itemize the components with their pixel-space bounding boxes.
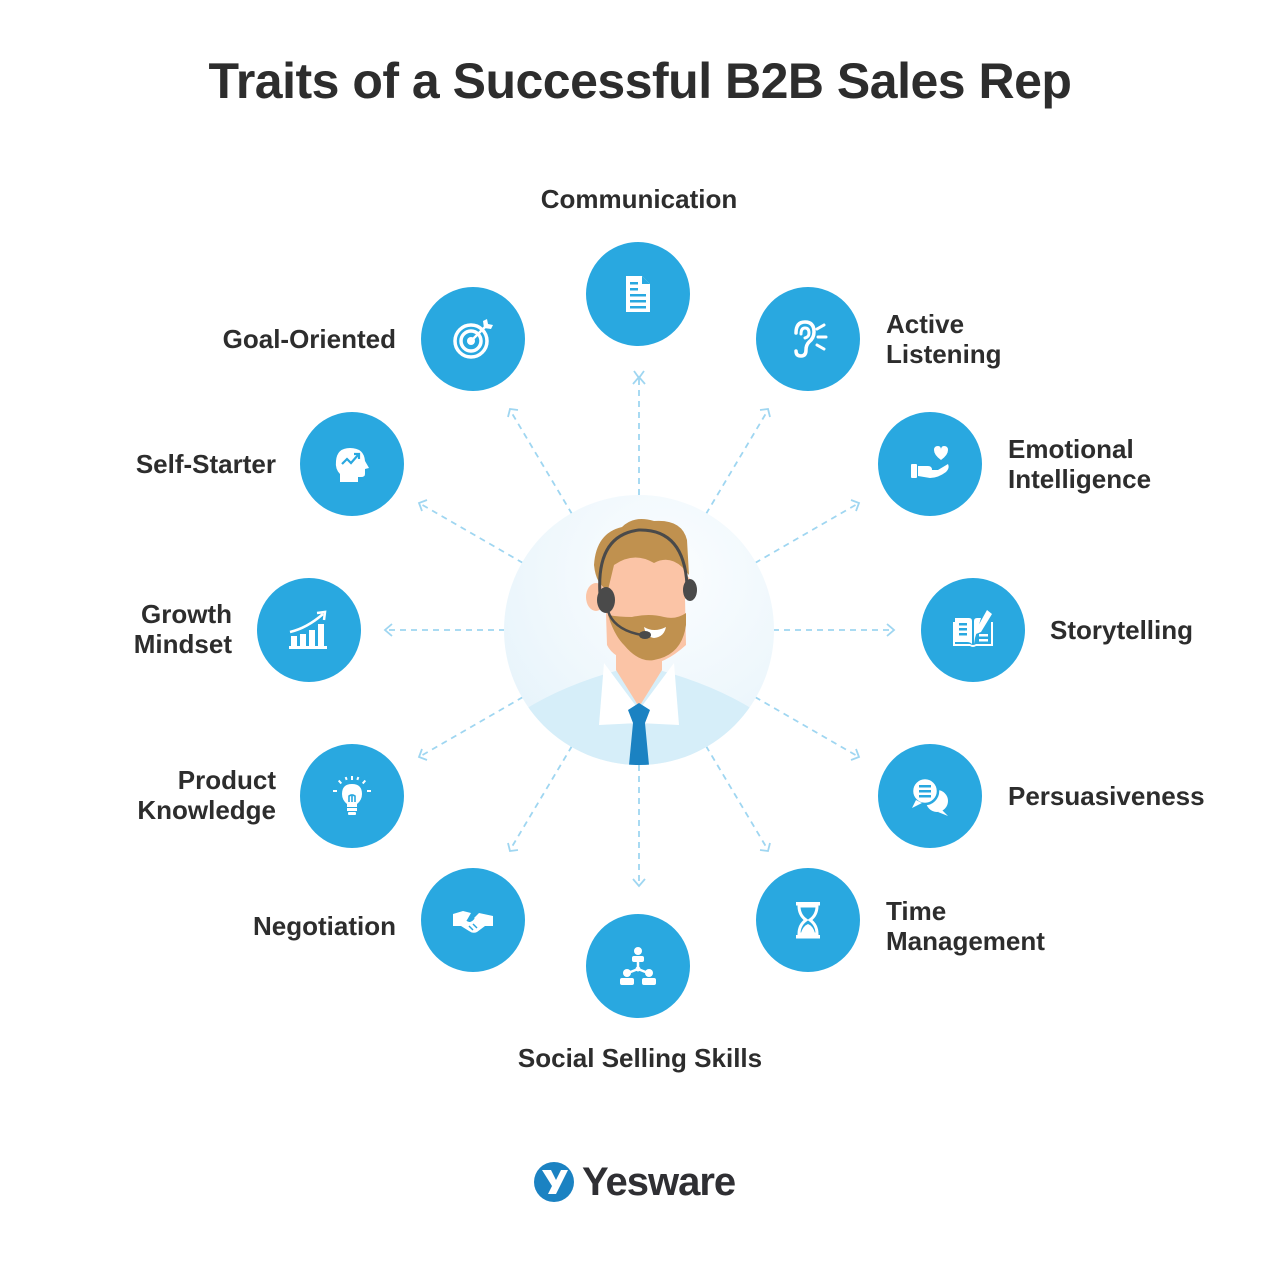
trait-communication-node [586,242,690,346]
trait-goal-oriented-label: Goal-Oriented [222,324,396,354]
trait-growth-mindset-node [257,578,361,682]
trait-time-management-node [756,868,860,972]
trait-active-listening-node [756,287,860,391]
target-icon [453,319,493,359]
trait-self-starter-node [300,412,404,516]
hourglass-icon [796,902,820,939]
yesware-logo-icon [534,1162,574,1202]
trait-negotiation-node [421,868,525,972]
trait-goal-oriented-node [421,287,525,391]
chat-bubbles-icon [910,776,950,816]
trait-growth-mindset-label: Growth Mindset [133,599,232,659]
yesware-logo-text: Yesware [582,1159,736,1204]
yesware-logo: Yesware [532,1156,736,1208]
trait-active-listening-label: Active Listening [886,309,1002,369]
trait-emotional-intelligence-label: Emotional Intelligence [1008,434,1152,494]
hand-heart-icon [911,446,949,478]
trait-negotiation-label: Negotiation [253,911,396,941]
handshake-icon [453,911,493,933]
trait-communication-label: Communication [540,184,738,214]
lightbulb-icon [333,776,371,815]
bar-chart-growth-icon [289,610,327,649]
trait-storytelling-node [921,578,1025,682]
trait-emotional-intelligence-node [878,412,982,516]
page-title: Traits of a Successful B2B Sales Rep [208,53,1072,109]
sales-rep-avatar [504,495,774,765]
sales-rep-illustration [504,519,774,765]
trait-product-knowledge-node [300,744,404,848]
trait-product-knowledge-label: Product Knowledge [137,765,276,825]
trait-time-management-label: Time Management [886,896,1045,956]
trait-persuasiveness-label: Persuasiveness [1008,781,1205,811]
document-icon [626,276,650,312]
trait-social-selling-skills-label: Social Selling Skills [517,1043,763,1073]
trait-self-starter-label: Self-Starter [135,449,276,479]
head-trend-icon [335,448,369,482]
ear-icon [794,320,828,358]
trait-storytelling-label: Storytelling [1050,615,1194,645]
book-pen-icon [953,610,993,647]
trait-social-selling-skills-node [586,914,690,1018]
trait-persuasiveness-node [878,744,982,848]
network-people-icon [620,947,656,985]
